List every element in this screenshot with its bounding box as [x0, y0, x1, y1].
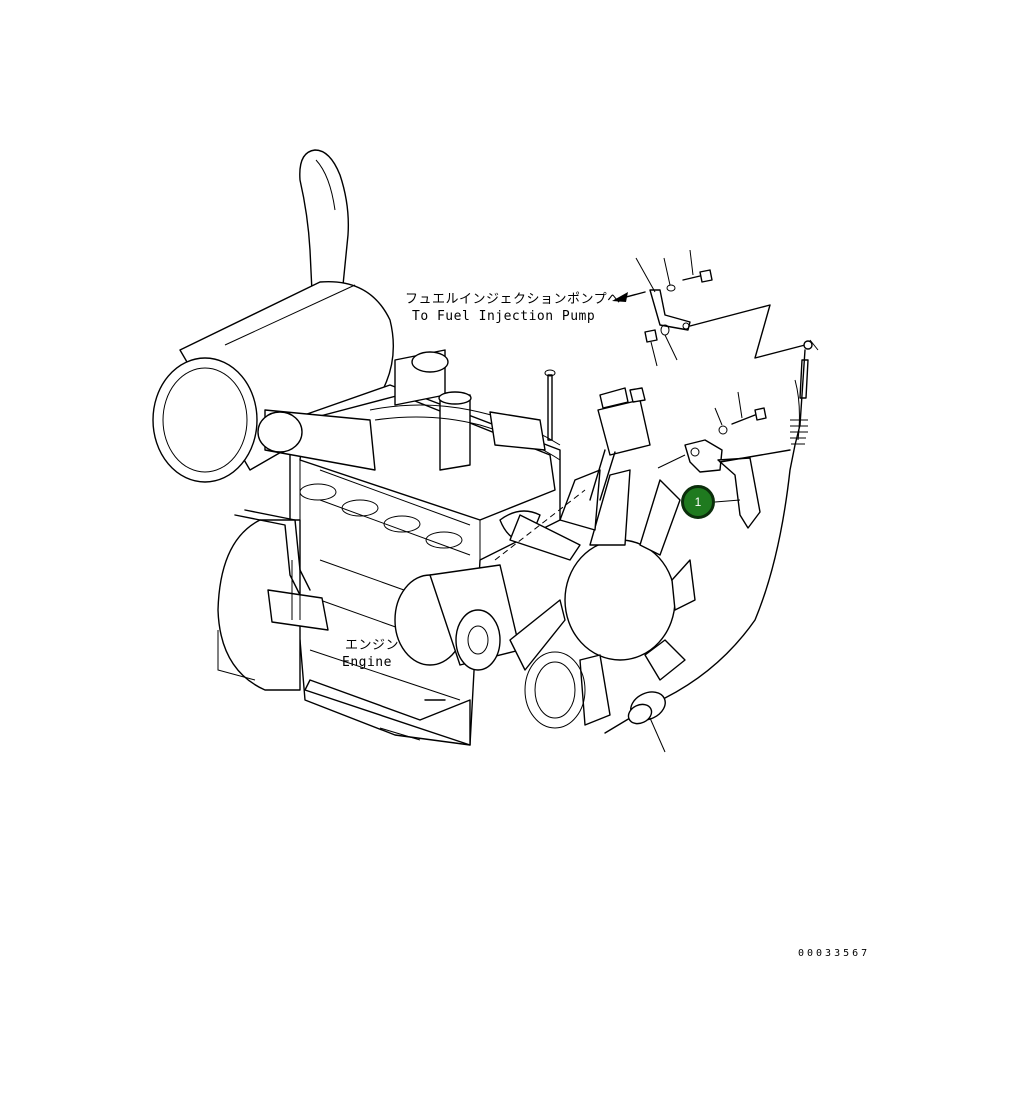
throttle-cable — [664, 349, 809, 699]
engine-block — [217, 384, 561, 746]
engine-label-jp: エンジン — [345, 638, 400, 653]
fuel-pump-label-en: To Fuel Injection Pump — [412, 309, 596, 324]
fuel-pump-bracket-parts — [612, 249, 819, 367]
air-cleaner — [152, 280, 395, 483]
cable-grommet — [604, 691, 666, 753]
exhaust-pipe — [299, 149, 350, 297]
alternator — [394, 564, 521, 701]
part-callout-1[interactable]: 1 — [681, 485, 715, 519]
governor-solenoid — [589, 387, 651, 501]
callout-leader-line — [714, 499, 741, 503]
drawing-number: 00033567 — [798, 948, 871, 959]
part-callout-number: 1 — [694, 495, 702, 509]
cooling-fan — [494, 469, 696, 729]
cable-bracket — [657, 391, 791, 529]
coolant-pipes — [234, 509, 329, 631]
fuel-pump-label-jp: フュエルインジェクションポンプへ — [405, 292, 621, 307]
engine-label-en: Engine — [342, 655, 392, 670]
